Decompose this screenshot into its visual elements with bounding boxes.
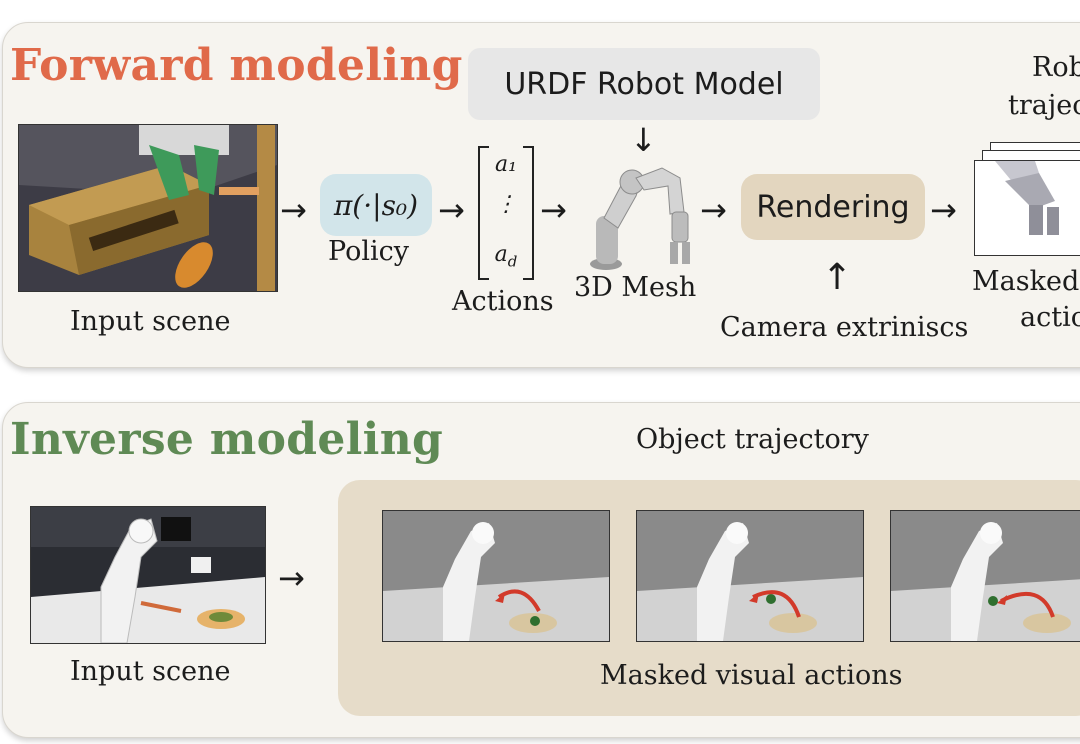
policy-label: Policy	[328, 236, 409, 267]
arrow-down-icon: ↓	[630, 121, 657, 159]
robot-arm-drawing	[590, 167, 690, 270]
trajectory-frame-2	[636, 510, 864, 642]
policy-box: π(·|s₀)	[320, 174, 432, 236]
arrow-right-icon: →	[438, 191, 465, 229]
actions-matrix: a₁ ⋮ ad	[478, 146, 534, 280]
matrix-entry-ellipsis: ⋮	[495, 192, 517, 217]
robot-mesh-image	[584, 156, 704, 274]
inverse-modeling-title: Inverse modeling	[10, 414, 444, 465]
input-scene-drawing	[19, 125, 277, 291]
masked-visual-actions-label: Masked visual actions	[600, 660, 903, 691]
mesh-label: 3D Mesh	[574, 272, 697, 303]
arrow-right-icon: →	[280, 191, 307, 229]
matrix-right-bracket	[523, 146, 534, 280]
trajectory-frame-3-drawing	[891, 511, 1080, 641]
output-top-label-line2: trajec	[1008, 90, 1080, 121]
output-frame-front	[974, 160, 1080, 256]
arrow-right-icon: →	[700, 191, 727, 229]
camera-extrinsics-label: Camera extriniscs	[720, 312, 969, 343]
matrix-entry-last: ad	[494, 242, 518, 271]
trajectory-frame-3	[890, 510, 1080, 642]
inverse-input-scene-image	[30, 506, 266, 644]
arrow-right-icon: →	[930, 191, 957, 229]
object-trajectory-label: Object trajectory	[636, 424, 869, 455]
inverse-input-scene-label: Input scene	[70, 656, 231, 687]
output-robot-drawing	[995, 161, 1059, 235]
output-bottom-label-line2: actio	[1020, 302, 1080, 333]
arrow-right-icon: →	[540, 191, 567, 229]
actions-label: Actions	[452, 286, 554, 317]
matrix-left-bracket	[478, 146, 489, 280]
arrow-up-icon: ↑	[822, 257, 853, 298]
forward-modeling-title: Forward modeling	[10, 40, 463, 91]
forward-input-scene-image	[18, 124, 278, 292]
forward-input-scene-label: Input scene	[70, 306, 231, 337]
output-bottom-label-line1: Masked	[972, 266, 1080, 297]
rendering-box: Rendering	[741, 174, 925, 240]
output-top-label-line1: Rob	[1032, 52, 1080, 83]
inverse-scene-drawing	[31, 507, 265, 643]
matrix-entry-first: a₁	[495, 152, 517, 177]
arrow-right-icon: →	[278, 559, 305, 597]
trajectory-frame-2-drawing	[637, 511, 863, 641]
trajectory-frame-1	[382, 510, 610, 642]
urdf-robot-model-box: URDF Robot Model	[468, 48, 820, 120]
trajectory-frame-1-drawing	[383, 511, 609, 641]
